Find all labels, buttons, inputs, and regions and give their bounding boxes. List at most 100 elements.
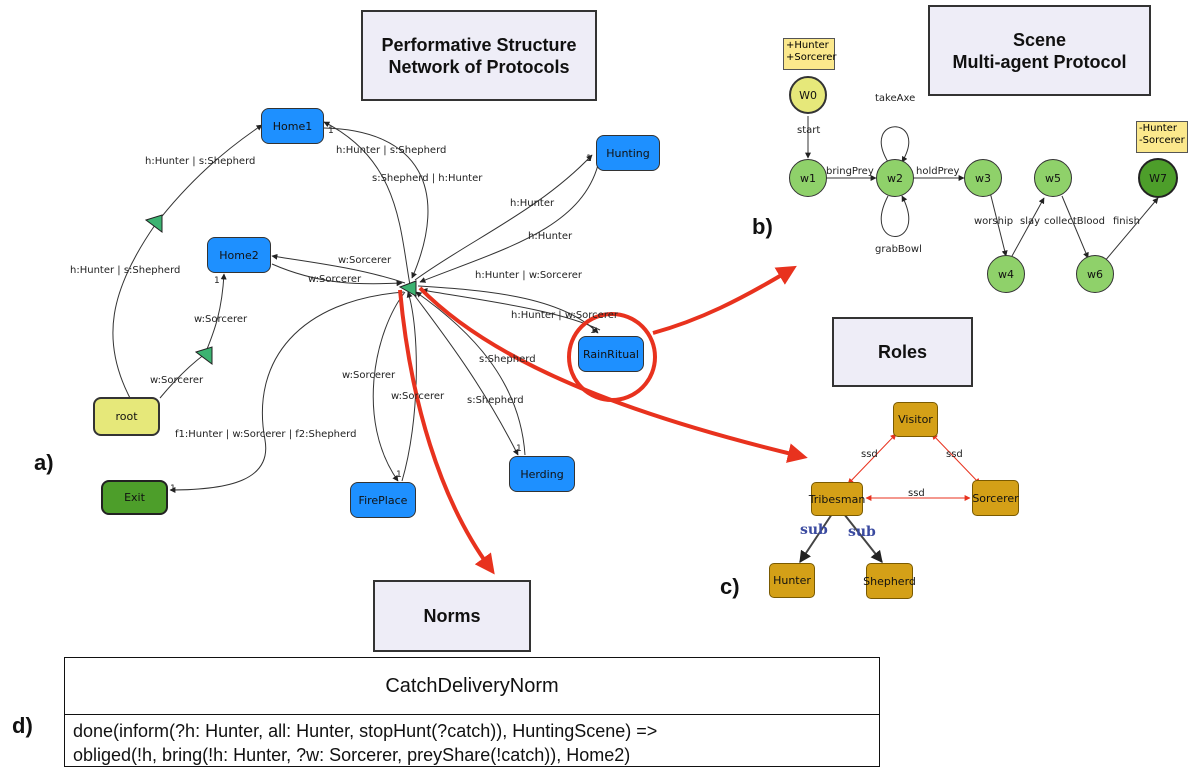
edge-herding-to-hub: [415, 291, 526, 456]
exit-note-line: -Hunter: [1139, 123, 1177, 134]
edge-label: s:Shepherd | h:Hunter: [372, 173, 483, 184]
edge-w3-w4: [989, 191, 1008, 257]
protocol-node-home2[interactable]: Home2: [207, 237, 271, 273]
scene-state-w7[interactable]: W7: [1138, 158, 1178, 198]
norm-line-1: done(inform(?h: Hunter, all: Hunter, sto…: [73, 721, 658, 741]
entry-note-line: +Hunter: [786, 40, 829, 51]
scene-state-w4[interactable]: w4: [987, 255, 1025, 293]
edge-tribesman-hunter: [799, 513, 833, 563]
transition-hub: [398, 280, 417, 297]
edge-label: w:Sorcerer: [338, 255, 392, 266]
highlight-overlays: [398, 265, 808, 575]
role-node-shepherd[interactable]: Shepherd: [863, 563, 916, 599]
edge-root-to-split-left: [112, 224, 156, 399]
role-node-sorcerer[interactable]: Sorcerer: [972, 480, 1019, 516]
transition-label-grabbowl: grabBowl: [875, 244, 922, 255]
protocol-node-home1[interactable]: Home1: [261, 108, 324, 144]
relation-label-ssd: ssd: [861, 449, 878, 460]
part-label-c: c): [720, 574, 740, 599]
edge-home1-to-hub: [323, 127, 429, 279]
edge-hub-to-hunting: [414, 154, 593, 281]
roles-edges: [799, 433, 981, 563]
transition-label-worship: worship: [974, 216, 1014, 227]
entry-note-line: +Sorcerer: [786, 52, 837, 63]
role-node-hunter[interactable]: Hunter: [769, 563, 815, 598]
scene-state-w5[interactable]: w5: [1034, 159, 1072, 197]
roles-title: Roles: [832, 317, 973, 387]
edge-w5-w6: [1061, 195, 1089, 259]
scene-state-w1[interactable]: w1: [789, 159, 827, 197]
edge-label: h:Hunter | s:Shepherd: [145, 156, 256, 167]
scene-exit-note: -Hunter -Sorcerer: [1136, 121, 1188, 153]
scene-entry-note: +Hunter +Sorcerer: [783, 38, 837, 70]
transition-label-holdprey: holdPrey: [916, 166, 960, 177]
edge-label: h:Hunter | w:Sorcerer: [511, 310, 618, 321]
protocol-node-herding[interactable]: Herding: [509, 456, 575, 492]
protocol-node-root[interactable]: root: [93, 397, 160, 436]
transition-label-finish: finish: [1113, 216, 1140, 227]
edge-w2-takeaxe-loop: [880, 126, 910, 163]
roles-title-text: Roles: [877, 342, 928, 362]
edge-label: f1:Hunter | w:Sorcerer | f2:Shepherd: [175, 429, 357, 440]
edge-hunting-to-hub: [419, 164, 599, 283]
part-label-d: d): [12, 713, 33, 738]
scene-title-text: Scene Multi-agent Protocol: [952, 29, 1127, 72]
norms-title: Norms: [373, 580, 531, 652]
protocol-node-hunting[interactable]: Hunting: [596, 135, 660, 171]
norm-name: CatchDeliveryNorm: [65, 658, 879, 715]
edge-label: h:Hunter | s:Shepherd: [336, 145, 447, 156]
edge-label: s:Shepherd: [467, 395, 524, 406]
relation-label-ssd: ssd: [908, 488, 925, 499]
edge-visitor-tribesman: [847, 433, 897, 485]
arrow-to-scene: [652, 265, 797, 335]
edge-split-mid-to-home2: [204, 273, 227, 355]
edge-hub-to-home2: [271, 253, 406, 284]
edge-w6-w7: [1103, 197, 1159, 263]
performative-structure-title: Performative Structure Network of Protoc…: [361, 10, 597, 101]
scene-edges: [805, 116, 1159, 263]
edge-home2-to-hub: [271, 263, 403, 287]
relation-label-sub: sub: [848, 524, 876, 540]
edge-split-left-to-home1: [154, 124, 263, 226]
edge-label: h:Hunter: [510, 198, 555, 209]
exit-note-line: -Sorcerer: [1139, 135, 1185, 146]
scene-state-w6[interactable]: w6: [1076, 255, 1114, 293]
transition-label-takeaxe: takeAxe: [875, 93, 916, 104]
edge-hub-to-fireplace: [372, 291, 406, 482]
edge-label: h:Hunter: [528, 231, 573, 242]
part-label-b: b): [752, 214, 773, 239]
norms-title-text: Norms: [423, 606, 481, 626]
relation-label-sub: sub: [800, 522, 828, 538]
edge-root-to-split-mid: [159, 353, 206, 399]
scene-title: Scene Multi-agent Protocol: [928, 5, 1151, 96]
relation-label-ssd: ssd: [946, 449, 963, 460]
protocol-node-exit[interactable]: Exit: [101, 480, 168, 515]
transition-label-slay: slay: [1020, 216, 1041, 227]
role-node-visitor[interactable]: Visitor: [893, 402, 938, 437]
edge-visitor-sorcerer: [931, 433, 981, 485]
performative-transitions: [144, 214, 417, 365]
performative-structure-title-text: Performative Structure Network of Protoc…: [381, 34, 577, 77]
multiplicity-hunting: 1: [586, 154, 592, 164]
scene-state-w3[interactable]: w3: [964, 159, 1002, 197]
edge-label: w:Sorcerer: [194, 314, 248, 325]
role-node-tribesman[interactable]: Tribesman: [809, 482, 865, 516]
transition-label-collectblood: collectBlood: [1044, 216, 1105, 227]
edge-label: w:Sorcerer: [150, 375, 204, 386]
norm-definition: done(inform(?h: Hunter, all: Hunter, sto…: [65, 715, 879, 771]
scene-state-w2[interactable]: w2: [876, 159, 914, 197]
multiplicity-fireplace: 1: [396, 470, 402, 480]
edge-label: s:Shepherd: [479, 354, 536, 365]
arrow-to-roles: [418, 286, 808, 463]
edge-label: w:Sorcerer: [308, 274, 362, 285]
scene-state-w0[interactable]: W0: [789, 76, 827, 114]
protocol-node-rainritual[interactable]: RainRitual: [578, 336, 644, 372]
multiplicity-herding: 1: [516, 444, 522, 454]
edge-hub-to-exit: [169, 291, 405, 493]
multiplicity-home2: 1: [214, 276, 220, 286]
edge-hub-to-rainritual: [417, 285, 599, 334]
protocol-node-fireplace[interactable]: FirePlace: [350, 482, 416, 518]
multiplicity-rainritual: 1: [590, 326, 596, 336]
arrow-to-norms: [398, 289, 495, 575]
